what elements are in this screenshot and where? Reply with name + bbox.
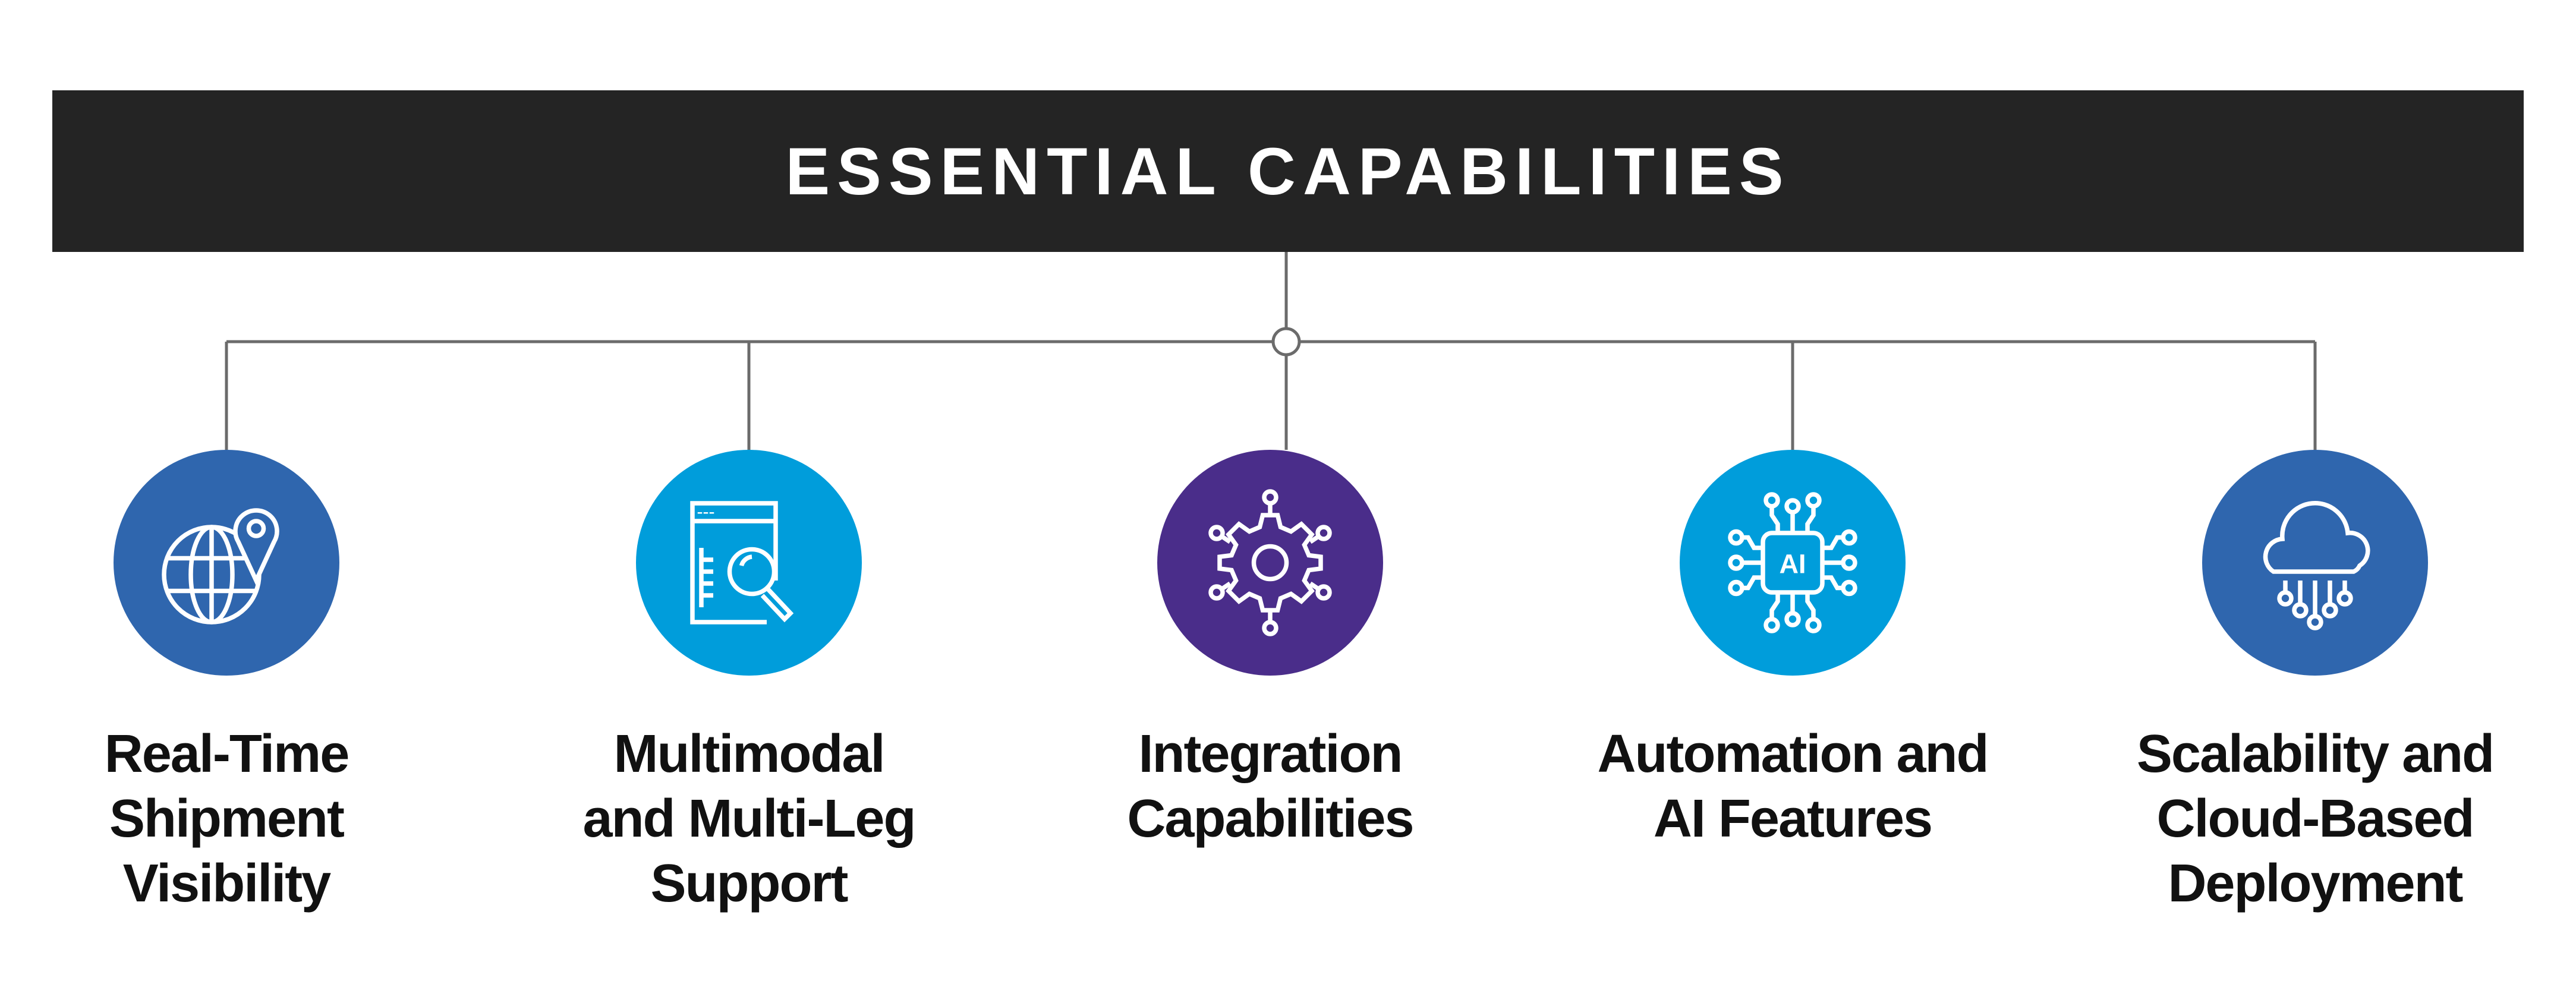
icon-circle	[1157, 450, 1383, 676]
capability-integration: Integration Capabilities	[1003, 450, 1538, 851]
label-line: Real-Time	[104, 724, 350, 784]
label-line: Shipment	[109, 789, 345, 849]
capability-real-time-visibility: Real-Time Shipment Visibility	[0, 450, 494, 916]
capability-label: Real-Time Shipment Visibility	[104, 722, 350, 916]
capability-label: Multimodal and Multi-Leg Support	[582, 722, 917, 916]
label-line: and Multi-Leg	[582, 789, 917, 849]
label-line: AI Features	[1653, 789, 1933, 849]
label-line: Deployment	[2168, 854, 2463, 913]
connector-node	[1271, 327, 1301, 357]
icon-circle	[114, 450, 339, 676]
label-line: Support	[650, 854, 849, 913]
label-line: Integration	[1138, 724, 1403, 784]
label-line: Visibility	[122, 854, 331, 913]
capability-multimodal-support: Multimodal and Multi-Leg Support	[481, 450, 1016, 916]
icon-circle	[636, 450, 862, 676]
ai-chip-icon: AI	[1728, 492, 1857, 633]
label-line: Automation and	[1597, 724, 1989, 784]
capability-automation-ai: AI Automation and AI Features	[1525, 450, 2060, 851]
globe-location-icon	[162, 508, 279, 624]
label-line: Scalability and	[2136, 724, 2495, 784]
icon-circle	[2202, 450, 2428, 676]
capability-label: Scalability and Cloud-Based Deployment	[2136, 722, 2495, 916]
document-search-icon	[690, 501, 794, 624]
icon-circle: AI	[1680, 450, 1906, 676]
capability-label: Integration Capabilities	[1127, 722, 1414, 851]
header-banner: ESSENTIAL CAPABILITIES	[52, 90, 2524, 252]
gear-network-icon	[1208, 489, 1332, 636]
capability-scalability-cloud: Scalability and Cloud-Based Deployment	[2048, 450, 2576, 916]
label-line: Capabilities	[1127, 789, 1414, 849]
header-title: ESSENTIAL CAPABILITIES	[785, 134, 1791, 209]
capability-label: Automation and AI Features	[1597, 722, 1989, 851]
label-line: Multimodal	[613, 724, 886, 784]
svg-text:AI: AI	[1780, 549, 1806, 579]
label-line: Cloud-Based	[2156, 789, 2474, 849]
cloud-network-icon	[2263, 501, 2370, 630]
